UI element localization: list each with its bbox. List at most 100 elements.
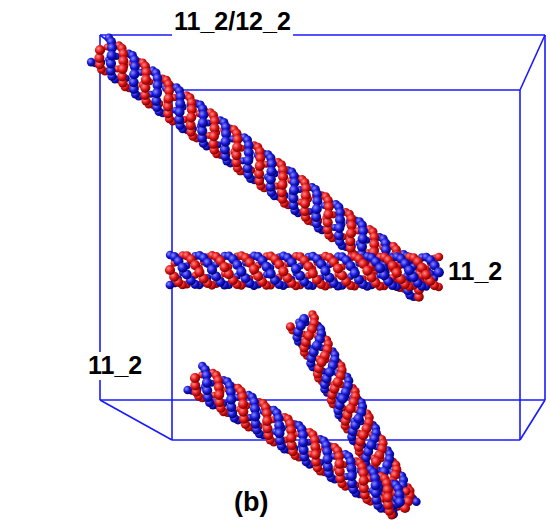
box-edge <box>100 35 172 90</box>
bead <box>207 265 217 275</box>
box-edge <box>100 34 545 36</box>
bead <box>371 480 381 490</box>
box-edge <box>100 400 172 440</box>
bead <box>300 199 310 209</box>
bead <box>278 266 288 276</box>
bead <box>202 377 212 387</box>
bead <box>358 234 368 244</box>
bead <box>371 456 381 466</box>
bead <box>308 268 318 278</box>
bead <box>322 454 332 464</box>
bead <box>286 433 296 443</box>
bead <box>87 58 96 67</box>
bead <box>152 88 162 98</box>
bead <box>392 268 402 278</box>
bead <box>366 440 376 450</box>
bead <box>220 262 230 272</box>
bead <box>232 142 242 152</box>
bead <box>190 373 200 383</box>
bead <box>375 263 385 273</box>
bead <box>312 340 322 350</box>
bead <box>107 50 117 60</box>
bead <box>291 264 301 274</box>
bead <box>262 416 272 426</box>
bead <box>250 411 260 421</box>
bead <box>289 185 299 195</box>
bead <box>310 449 320 459</box>
box-edge <box>100 399 545 401</box>
bead <box>421 270 431 280</box>
box-edge <box>172 439 520 441</box>
bead <box>236 267 246 277</box>
bead <box>166 281 175 290</box>
tube-label: 11_2 <box>86 352 144 380</box>
bead <box>435 253 444 262</box>
bead <box>238 399 248 409</box>
tube <box>286 310 421 518</box>
bead <box>296 321 306 331</box>
bead <box>220 137 230 147</box>
box-edge <box>520 35 545 90</box>
bead <box>395 497 405 507</box>
bead <box>347 471 357 481</box>
bead <box>350 268 360 278</box>
bead <box>129 69 139 79</box>
bead <box>434 267 444 277</box>
bead <box>194 267 204 277</box>
bead <box>358 430 368 440</box>
bead <box>255 161 265 171</box>
box-edge <box>520 400 545 440</box>
bead <box>320 266 330 276</box>
box-edge <box>99 35 101 400</box>
bead <box>353 413 363 423</box>
panel-label: (b) <box>232 488 270 518</box>
box-edge <box>544 35 546 400</box>
bead <box>249 264 259 274</box>
bead <box>286 322 295 331</box>
bead <box>346 228 356 238</box>
bead <box>243 155 253 165</box>
bead <box>333 377 343 387</box>
bead <box>178 262 188 272</box>
bead <box>345 403 355 413</box>
bead <box>277 180 287 190</box>
bead <box>266 269 276 279</box>
bead <box>362 265 372 275</box>
bead <box>298 437 308 447</box>
box-wireframe <box>100 35 545 440</box>
bead <box>334 459 344 469</box>
bead <box>209 131 219 141</box>
tube-label: 11_2 <box>446 258 504 286</box>
bead <box>266 166 276 176</box>
bead <box>118 64 128 74</box>
tube <box>165 251 444 292</box>
bead <box>186 112 196 122</box>
bead <box>165 265 175 275</box>
bead <box>226 394 236 404</box>
bead <box>304 330 314 340</box>
bead <box>198 118 208 128</box>
bead <box>141 75 151 85</box>
helical-tubes <box>87 34 444 520</box>
box-edge <box>172 89 520 91</box>
bead <box>312 204 322 214</box>
bead <box>334 223 344 233</box>
bead <box>383 492 393 502</box>
bead <box>404 265 414 275</box>
bead <box>274 428 284 438</box>
tube-label: 11_2/12_2 <box>172 8 293 36</box>
bead <box>333 263 343 273</box>
tube <box>183 362 410 520</box>
bead <box>317 357 327 367</box>
bead <box>164 93 174 103</box>
bead <box>95 45 105 55</box>
bead <box>214 390 224 400</box>
bead <box>325 367 335 377</box>
tube <box>87 34 436 302</box>
box-edge <box>519 90 521 440</box>
bead <box>323 209 333 219</box>
bead <box>359 475 369 485</box>
bead <box>174 107 184 117</box>
bead <box>337 393 347 403</box>
